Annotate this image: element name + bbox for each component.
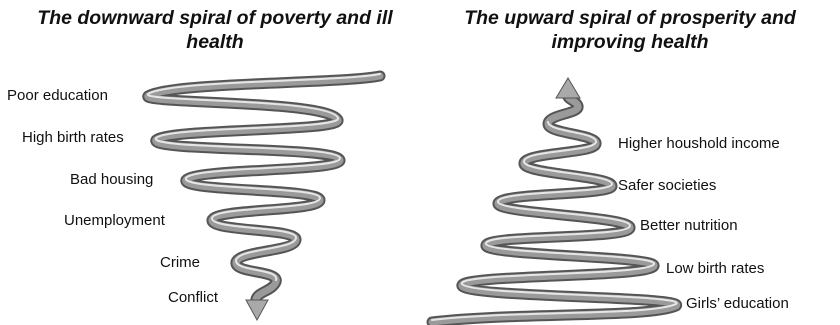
label-higher-household-income: Higher houshold income [618,135,780,152]
label-girls-education: Girls’ education [686,295,789,312]
label-high-birth-rates: High birth rates [22,129,124,146]
label-unemployment: Unemployment [64,212,166,229]
down-arrow-icon [246,300,268,320]
up-arrow-icon [556,78,580,98]
label-conflict: Conflict [168,289,219,306]
label-crime: Crime [160,254,200,271]
label-better-nutrition: Better nutrition [640,217,738,234]
label-safer-societies: Safer societies [618,177,716,194]
downward-spiral [148,74,380,320]
upward-spiral [432,78,677,322]
label-bad-housing: Bad housing [70,171,153,188]
label-low-birth-rates: Low birth rates [666,260,764,277]
label-poor-education: Poor education [7,87,108,104]
